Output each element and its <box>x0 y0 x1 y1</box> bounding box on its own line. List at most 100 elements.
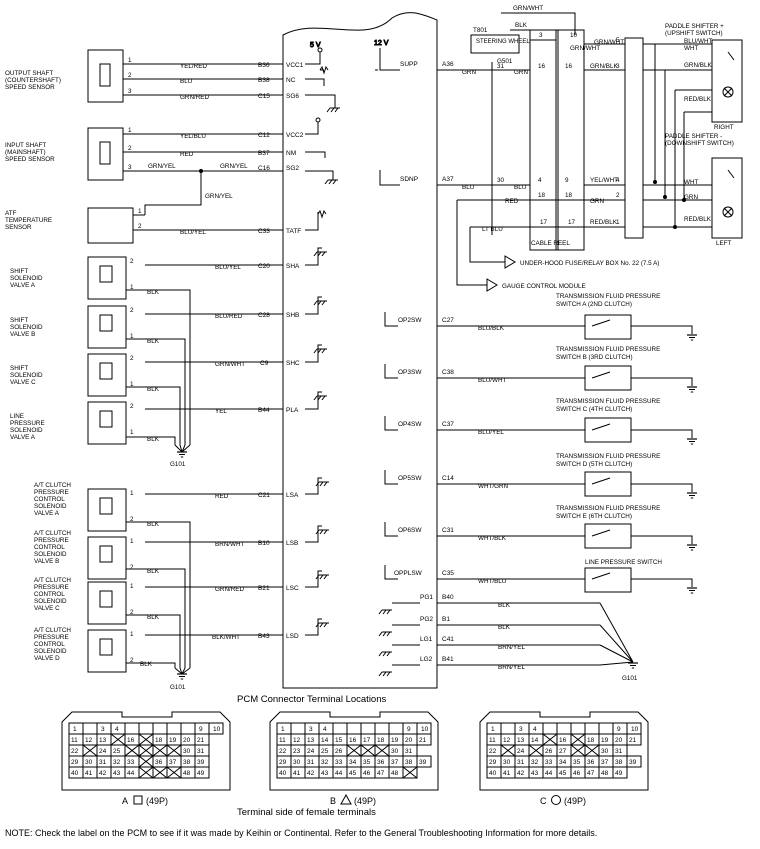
connector-pin-number: 31 <box>197 748 205 755</box>
svg-text:GRN/BLK: GRN/BLK <box>590 63 618 70</box>
svg-text:3: 3 <box>539 32 543 39</box>
connector-pin-number: 9 <box>199 726 203 733</box>
connector-pin-number: 14 <box>321 737 329 744</box>
connector-pin-number: 9 <box>407 726 411 733</box>
svg-text:18: 18 <box>565 192 573 199</box>
svg-text:17: 17 <box>540 219 548 226</box>
connector-shell <box>479 711 649 791</box>
svg-text:SWITCH B (3RD CLUTCH): SWITCH B (3RD CLUTCH) <box>556 354 633 361</box>
connector-pin-number: 33 <box>127 759 135 766</box>
svg-text:BLK: BLK <box>147 568 160 575</box>
connector-pin-number: 45 <box>349 770 357 777</box>
svg-text:B44: B44 <box>258 407 270 414</box>
connector-cell <box>166 722 182 735</box>
connector-cell <box>556 722 572 735</box>
svg-text:BLK: BLK <box>515 22 528 29</box>
connector-cell <box>290 722 306 735</box>
svg-text:PG1: PG1 <box>420 594 433 601</box>
connector-pin-number: 26 <box>335 748 343 755</box>
svg-text:SOLENOID: SOLENOID <box>34 551 67 558</box>
svg-text:TATF: TATF <box>286 228 301 235</box>
connector-pin-number: 36 <box>377 759 385 766</box>
connector-pin-number: 20 <box>405 737 413 744</box>
atf-temp-sensor: 12 ATF TEMPERATURE SENSOR <box>5 207 145 244</box>
connector-pin-number: 23 <box>293 748 301 755</box>
svg-text:RED/BLK: RED/BLK <box>590 219 618 226</box>
svg-text:A/T CLUTCH: A/T CLUTCH <box>34 577 71 584</box>
svg-text:OP4SW: OP4SW <box>398 421 422 428</box>
connector-cell <box>332 722 348 735</box>
connector-pin-number: 3 <box>101 726 105 733</box>
svg-text:YEL/WHT: YEL/WHT <box>590 177 618 184</box>
svg-text:LINE: LINE <box>10 413 24 420</box>
connector-pin-number: 26 <box>545 748 553 755</box>
svg-text:CONTROL: CONTROL <box>34 544 65 551</box>
svg-text:VALVE A: VALVE A <box>10 434 36 441</box>
connector-pin-number: 19 <box>391 737 399 744</box>
connector-cell <box>180 722 196 735</box>
svg-text:G101: G101 <box>170 684 186 691</box>
square-icon <box>133 795 143 805</box>
svg-text:C41: C41 <box>442 636 454 643</box>
connector-pin-number: 24 <box>99 748 107 755</box>
svg-text:16: 16 <box>565 63 573 70</box>
svg-text:OPPLSW: OPPLSW <box>394 570 423 577</box>
svg-text:LSD: LSD <box>286 633 299 640</box>
svg-text:YEL: YEL <box>215 408 227 415</box>
svg-text:CONTROL: CONTROL <box>34 591 65 598</box>
connector-pin-number: 46 <box>573 770 581 777</box>
svg-text:LSB: LSB <box>286 540 298 547</box>
connector-pin-number: 42 <box>99 770 107 777</box>
line-pressure-switch: LINE PRESSURE SWITCH <box>584 559 698 594</box>
svg-text:B37: B37 <box>258 150 270 157</box>
svg-text:SOLENOID: SOLENOID <box>10 324 43 331</box>
svg-text:C31: C31 <box>442 527 454 534</box>
connector-pin-number: 22 <box>279 748 287 755</box>
connector-pin-number: 12 <box>293 737 301 744</box>
connector-pin-number: 41 <box>503 770 511 777</box>
connector-cell <box>612 766 628 779</box>
svg-text:9: 9 <box>565 177 569 184</box>
connector-pin-number: 32 <box>113 759 121 766</box>
connector-pin-number: 31 <box>517 759 525 766</box>
svg-text:PRESSURE: PRESSURE <box>34 489 69 496</box>
svg-text:BLK: BLK <box>498 602 511 609</box>
svg-text:BLU/YEL: BLU/YEL <box>478 429 504 436</box>
svg-text:BLK: BLK <box>147 386 160 393</box>
connector-empty-cell <box>346 744 362 757</box>
connector-empty-cell <box>166 744 182 757</box>
connector-empty-cell <box>584 744 600 757</box>
svg-text:12 V: 12 V <box>374 40 389 47</box>
svg-text:C20: C20 <box>258 263 270 270</box>
pcm-grounds-left <box>313 107 341 628</box>
svg-text:SHB: SHB <box>286 312 299 319</box>
connector-empty-cell <box>166 766 182 779</box>
svg-text:RED/BLK: RED/BLK <box>684 216 712 223</box>
connector-pin-number: 34 <box>559 759 567 766</box>
svg-text:WHT: WHT <box>684 179 698 186</box>
svg-text:SPEED SENSOR: SPEED SENSOR <box>5 84 55 91</box>
svg-text:1: 1 <box>128 127 132 134</box>
svg-text:LG2: LG2 <box>420 656 433 663</box>
connector-cell <box>124 722 140 735</box>
svg-text:GRN/BLK: GRN/BLK <box>684 62 712 69</box>
connector-cell <box>360 722 376 735</box>
connector-pin-number: 44 <box>545 770 553 777</box>
connector-pin-number: 22 <box>489 748 497 755</box>
connector-pin-number: 13 <box>517 737 525 744</box>
svg-text:SENSOR: SENSOR <box>5 224 32 231</box>
connector-pin-number: 40 <box>489 770 497 777</box>
svg-text:SWITCH E (6TH CLUTCH): SWITCH E (6TH CLUTCH) <box>556 513 632 520</box>
